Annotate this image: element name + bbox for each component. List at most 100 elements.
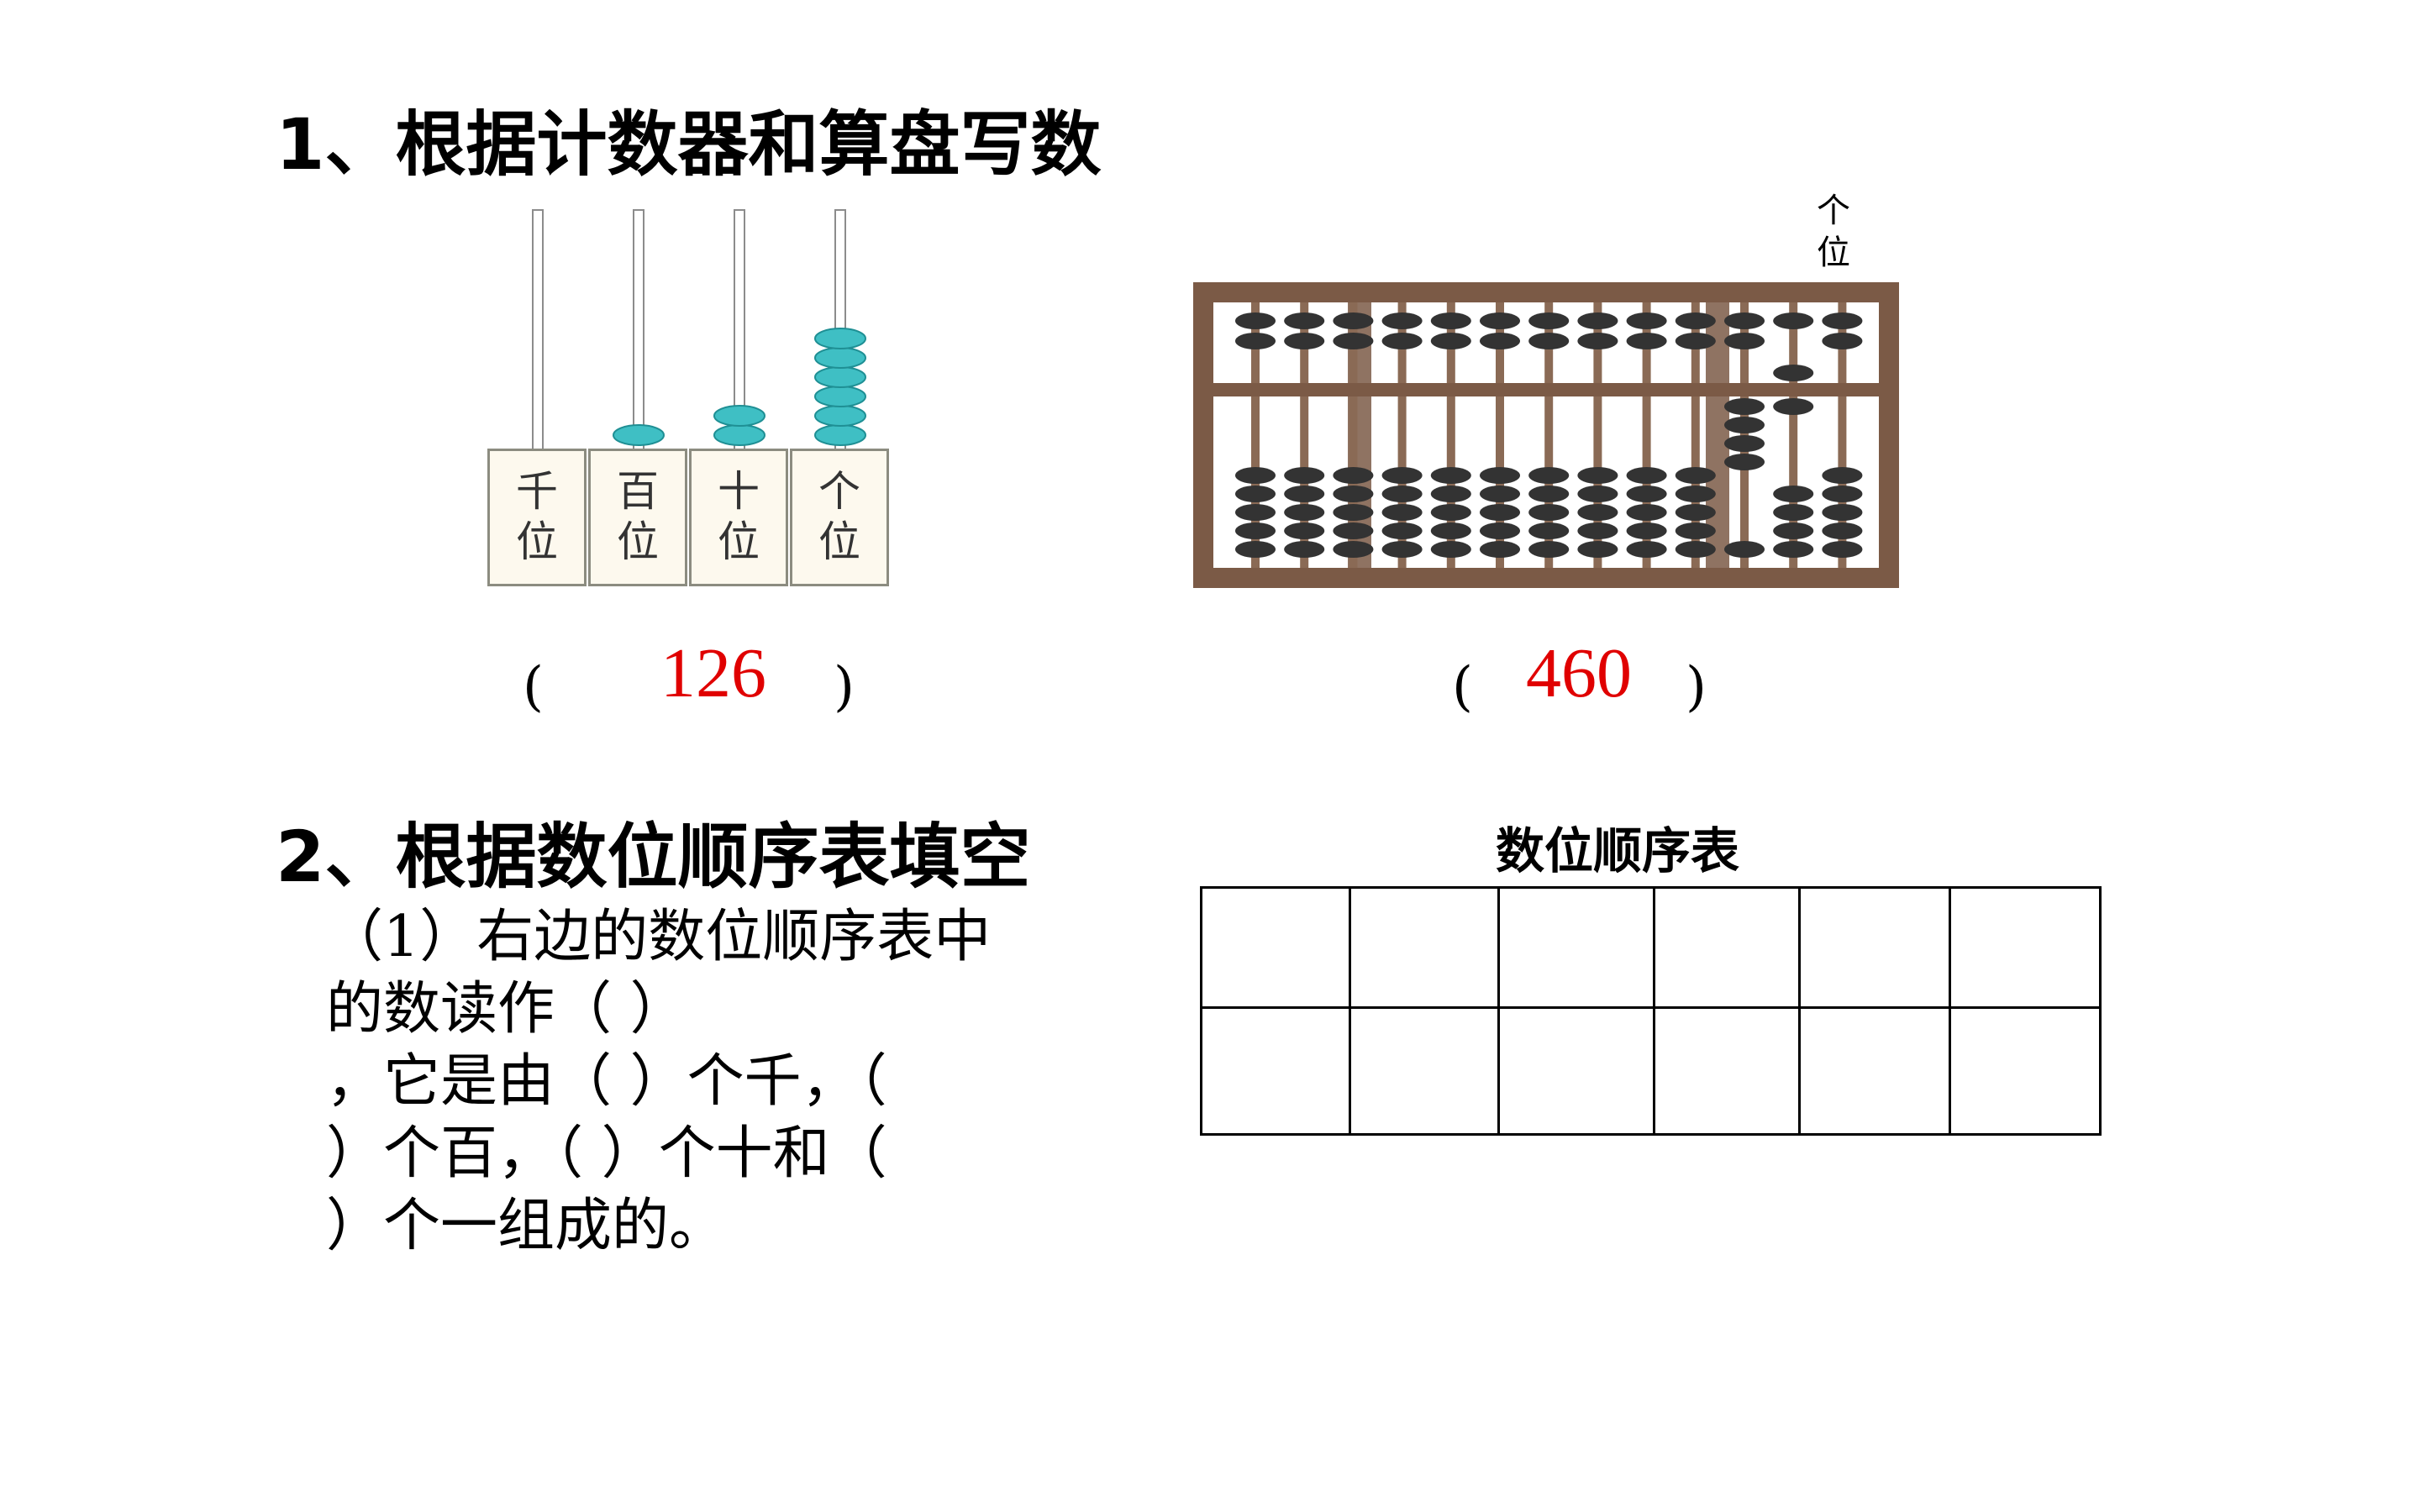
abacus-bead <box>1381 486 1423 502</box>
q2-title: 2、根据数位顺序表填空 <box>276 816 1031 898</box>
q2-line-1: （1）右边的数位顺序表中 <box>326 904 992 970</box>
abacus-bead <box>1480 486 1520 502</box>
abacus-bead <box>1577 541 1618 558</box>
abacus-rod <box>1496 302 1504 568</box>
abacus-bead <box>1284 467 1325 484</box>
abacus-rod <box>1789 302 1798 568</box>
table-cell[interactable] <box>1497 886 1655 1009</box>
abacus-rod <box>1838 302 1847 568</box>
q1-title: 1、根据计数器和算盘写数 <box>276 103 1102 186</box>
counter-bead <box>814 386 866 407</box>
table-cell[interactable] <box>1497 1006 1655 1136</box>
abacus-bead <box>1675 486 1716 502</box>
abacus-bead <box>1626 541 1667 558</box>
abacus-bead <box>1626 467 1667 484</box>
abacus-bead <box>1577 467 1618 484</box>
place-value-table <box>1200 886 2102 1136</box>
abacus-bead <box>1528 541 1570 558</box>
table-cell[interactable] <box>1798 1006 1951 1136</box>
table-row <box>1200 886 2102 1009</box>
counter-rod <box>532 209 544 450</box>
abacus-bead <box>1675 312 1716 329</box>
abacus-rod <box>1593 302 1602 568</box>
counter-bead <box>814 328 866 349</box>
abacus-rod <box>1349 302 1358 568</box>
abacus-bead <box>1480 541 1520 558</box>
abacus-bead <box>1822 504 1863 521</box>
abacus-bead <box>1381 333 1423 349</box>
abacus-bead <box>1235 312 1276 329</box>
q2-line-2: 的数读作（ ） <box>326 976 687 1042</box>
abacus-bead <box>1528 467 1570 484</box>
counter-answer: 126 <box>660 634 766 712</box>
abacus-rod <box>1300 302 1309 568</box>
table-cell[interactable] <box>1949 886 2102 1009</box>
q2-line-5: ）个一组成的。 <box>326 1193 727 1259</box>
abacus-bead <box>1430 312 1471 329</box>
abacus-bead <box>1528 333 1570 349</box>
label-tens: 十 位 <box>689 449 788 586</box>
abacus-bead <box>1773 312 1814 329</box>
abacus-bead <box>1675 467 1716 484</box>
table-cell[interactable] <box>1200 886 1351 1009</box>
abacus-bead <box>1724 541 1765 558</box>
abacus-bead <box>1822 522 1863 539</box>
table-cell[interactable] <box>1349 886 1500 1009</box>
abacus-bead <box>1577 312 1618 329</box>
table-cell[interactable] <box>1653 1006 1801 1136</box>
abacus-bead <box>1235 333 1276 349</box>
abacus-paren-open: ( <box>1452 656 1473 718</box>
abacus-bead <box>1284 486 1325 502</box>
counter-bead <box>814 424 866 446</box>
abacus-bead <box>1626 312 1667 329</box>
abacus-bead <box>1773 522 1814 539</box>
abacus-rod <box>1397 302 1407 568</box>
abacus-bead <box>1773 504 1814 521</box>
abacus-answer: 460 <box>1526 634 1632 712</box>
abacus-bead <box>1235 522 1276 539</box>
abacus-bead <box>1333 541 1374 558</box>
table-cell[interactable] <box>1200 1006 1351 1136</box>
abacus-bead <box>1333 522 1374 539</box>
abacus-bead <box>1626 333 1667 349</box>
abacus-bead <box>1724 398 1765 415</box>
abacus-bead <box>1724 333 1765 349</box>
abacus-rod <box>1446 302 1455 568</box>
table-cell[interactable] <box>1653 886 1801 1009</box>
table-cell[interactable] <box>1349 1006 1500 1136</box>
abacus-rod <box>1544 302 1554 568</box>
table-cell[interactable] <box>1798 886 1951 1009</box>
abacus-bead <box>1577 504 1618 521</box>
abacus-bead <box>1626 504 1667 521</box>
abacus-bead <box>1333 312 1374 329</box>
abacus-ones-label: 个 位 <box>1817 192 1850 272</box>
abacus-bead <box>1822 312 1863 329</box>
abacus-bead <box>1284 541 1325 558</box>
counter-paren-close: ) <box>834 656 855 718</box>
abacus-bead <box>1773 365 1814 381</box>
abacus-bead <box>1773 486 1814 502</box>
abacus-rod <box>1691 302 1700 568</box>
label-ones: 个 位 <box>790 449 889 586</box>
abacus-bead <box>1724 417 1765 433</box>
abacus-bead <box>1528 312 1570 329</box>
abacus-bead <box>1430 486 1471 502</box>
abacus-bead <box>1675 522 1716 539</box>
abacus-bead <box>1430 504 1471 521</box>
abacus-bead <box>1480 504 1520 521</box>
abacus-bead <box>1284 312 1325 329</box>
abacus-bead <box>1724 435 1765 452</box>
abacus-rod <box>1642 302 1651 568</box>
table-title: 数位顺序表 <box>1496 822 1740 879</box>
abacus-bead <box>1480 467 1520 484</box>
abacus-bead <box>1430 522 1471 539</box>
abacus-bead <box>1822 333 1863 349</box>
counter-bead <box>713 405 765 427</box>
abacus-bead <box>1333 333 1374 349</box>
abacus-beam <box>1213 383 1879 396</box>
table-cell[interactable] <box>1949 1006 2102 1136</box>
abacus-bead <box>1381 312 1423 329</box>
abacus-bead <box>1675 333 1716 349</box>
abacus-bead <box>1528 504 1570 521</box>
abacus-bead <box>1430 541 1471 558</box>
